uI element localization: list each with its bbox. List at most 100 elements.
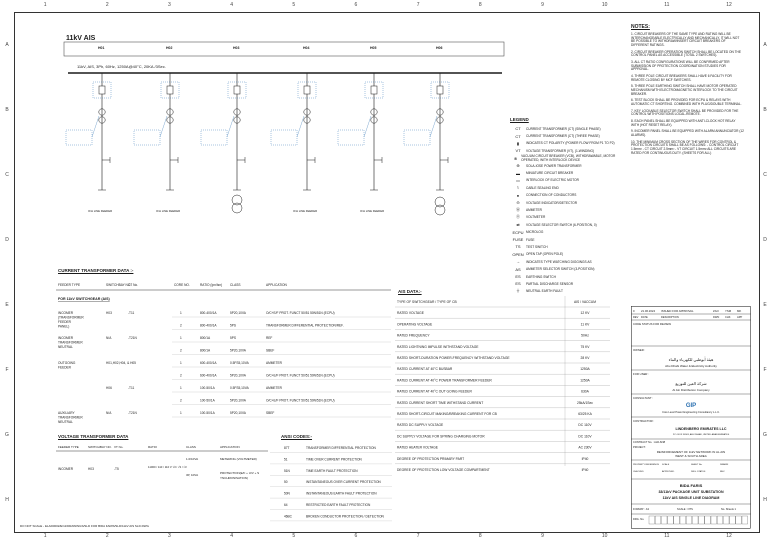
grid-column-label: 8 bbox=[478, 2, 482, 8]
legend-text: AMMETER SELECTOR SWITCH (3-POSITION) bbox=[526, 267, 595, 272]
legend-text: VACUUM CIRCUIT BREAKER (VCB), WITHDRAWAB… bbox=[521, 154, 616, 163]
title-block-frame bbox=[631, 306, 751, 529]
ais-value: DC 110V bbox=[578, 423, 592, 427]
grid-column-label: 8 bbox=[478, 533, 482, 539]
ais-row: DEGREE OF PROTECTION LOW VOLTAGE COMPART… bbox=[397, 468, 589, 472]
ansi-code: 64 bbox=[284, 503, 288, 507]
grid-row-label: A bbox=[5, 41, 9, 48]
ct-column-header: APPLICATION bbox=[266, 283, 288, 287]
drawing-number-cell bbox=[655, 515, 661, 525]
legend-symbol-icon: ▮ bbox=[516, 140, 520, 146]
ct-ratio: 100-50/1A bbox=[200, 399, 216, 403]
grid-row-label: C bbox=[763, 171, 767, 178]
ais-row: RATED SHORT-DURATION POWER-FREQUENCY WIT… bbox=[395, 356, 610, 364]
legend-symbol-icon: ⊕ bbox=[516, 163, 520, 169]
notes-heading: NOTES: bbox=[631, 24, 650, 30]
ct-class: 0.5FS5,10VA bbox=[230, 386, 250, 390]
circuit-breaker-symbol bbox=[436, 85, 444, 95]
grid-column-label: 11 bbox=[664, 533, 670, 539]
legend-symbol-icon: CT bbox=[515, 126, 521, 132]
drawing-number-cell bbox=[648, 515, 655, 525]
relay-link bbox=[159, 115, 168, 138]
vt-number: -T5 bbox=[114, 467, 119, 471]
legend-item: ⏚NEUTRAL EARTH FAULT bbox=[510, 288, 628, 295]
grid-row-label: E bbox=[763, 302, 767, 309]
switchgear-panel: H03 bbox=[200, 46, 247, 191]
grid-column-label: 5 bbox=[292, 533, 296, 539]
ct-class: 5PS bbox=[230, 336, 236, 340]
legend-text: CURRENT TRANSFORMER (CT) (SINGLE PHASE) bbox=[526, 126, 601, 131]
ct-core: 1 bbox=[180, 336, 182, 340]
vt-application: YNCHRONISATION) bbox=[220, 476, 248, 480]
user-name: Al Ain Distribution Company bbox=[672, 388, 710, 392]
ais-value: 1250A bbox=[580, 378, 590, 382]
ct-symbol bbox=[436, 116, 444, 124]
ais-parameter: OPERATING VOLTAGE bbox=[397, 322, 433, 326]
drawing-number-cell bbox=[729, 515, 736, 525]
ct-column-header: SWITCHBAY NO. bbox=[106, 283, 131, 287]
ais-parameter: RATED FREQUENCY bbox=[397, 334, 430, 338]
grid-column-label: 1 bbox=[43, 2, 47, 8]
vt-heading: VOLTAGE TRANSFORMER DATA bbox=[58, 434, 129, 439]
aux-transformer-winding bbox=[434, 204, 446, 216]
title-block-field: SCALE bbox=[662, 463, 670, 466]
ais-value: 63/25 KA bbox=[578, 412, 592, 416]
legend-symbol-icon: OPEN bbox=[512, 251, 524, 257]
revision-column-header: DESCRIPTION bbox=[661, 315, 679, 319]
busbar-label: 11kV, AIS, 3Ph, 60Hz, 1250A@40°C, 20KA /… bbox=[77, 64, 166, 69]
drawing-number-cell bbox=[667, 515, 674, 525]
ct-number: -T21N bbox=[128, 411, 138, 415]
transformer-winding bbox=[231, 202, 243, 214]
notes-panel: NOTES: 1. CIRCUIT BREAKERS OF THE SAME T… bbox=[631, 24, 744, 158]
grid-column-label: 6 bbox=[354, 2, 358, 8]
vt-switchbay: H03 bbox=[88, 467, 94, 471]
ct-ratio: 600-400/1A bbox=[200, 361, 217, 365]
drawing-title: 33/11kV PACKAGE UNIT SUBSTATION bbox=[658, 490, 724, 494]
legend-item: ▮INDICATES CT POLARITY (POWER FLOW FROM … bbox=[510, 140, 628, 147]
withdrawable-cb-frame bbox=[160, 81, 180, 99]
owner-label: OWNER : bbox=[633, 348, 645, 352]
revision-cell: ISSUED FOR APPROVAL bbox=[661, 309, 694, 313]
legend-symbol-icon: TS bbox=[515, 244, 521, 250]
drawing-number-cell bbox=[692, 515, 699, 525]
power-transformer bbox=[231, 194, 243, 214]
ct-core: 1 bbox=[180, 386, 182, 390]
legend-symbol-icon: FUSE bbox=[512, 237, 524, 243]
drawing-number-cell bbox=[710, 515, 717, 525]
ct-core: 1 bbox=[180, 311, 182, 315]
contract-number: CONTRACT No. : ALD-8/48 bbox=[633, 440, 666, 444]
ct-application: REF bbox=[266, 336, 272, 340]
drawing-number-cell bbox=[698, 515, 705, 525]
revision-cell: ZAO bbox=[713, 309, 720, 313]
ansi-description: INSTANTANEOUS OVER CURRENT PROTECTION bbox=[306, 480, 381, 484]
ct-symbol bbox=[436, 108, 444, 116]
ct-class: 5P20,10VA bbox=[230, 311, 247, 315]
grid-column-label: 7 bbox=[416, 2, 420, 8]
ct-number: -T11 bbox=[128, 386, 135, 390]
legend-symbol-icon: ⌇ bbox=[517, 185, 519, 191]
feeder-label: O/H LINE FEEDER bbox=[293, 209, 317, 213]
ct-core: 2 bbox=[180, 349, 182, 353]
protection-relay-box bbox=[403, 129, 431, 146]
ct-symbol bbox=[303, 116, 311, 124]
ct-column-header: CT No. bbox=[128, 283, 138, 287]
withdrawable-cb-frame bbox=[92, 81, 112, 99]
title-block-field: APPROVED bbox=[662, 470, 675, 473]
ansi-code: 87T bbox=[284, 446, 290, 450]
ais-value: AC 230V bbox=[578, 446, 592, 450]
